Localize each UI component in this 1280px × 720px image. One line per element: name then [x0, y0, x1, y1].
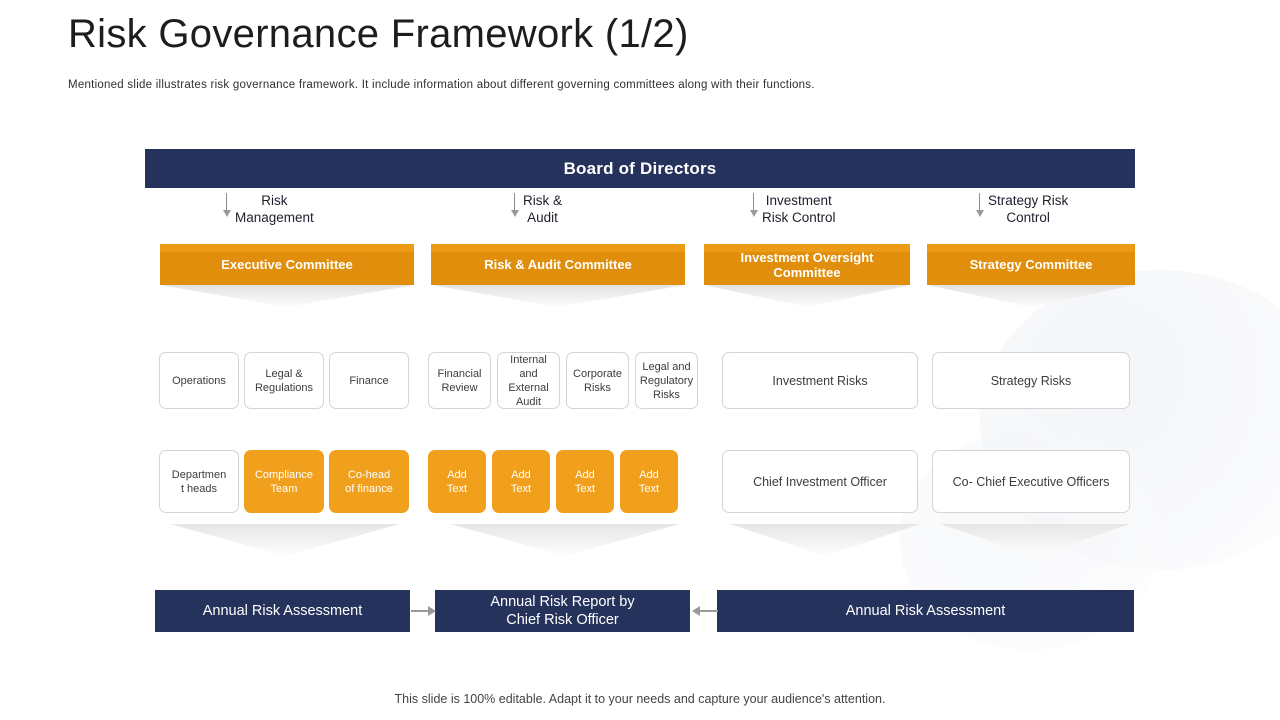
bottom-bar-label: Annual Risk Report by Chief Risk Officer — [490, 594, 635, 628]
chevron-down-icon — [170, 524, 400, 556]
function-box-label: Operations — [172, 374, 226, 387]
function-box-label: Internal and External Audit — [508, 353, 549, 408]
function-box-label: Financial Review — [437, 367, 482, 394]
committee-label: Strategy Committee — [969, 257, 1093, 272]
function-row-strategy: Strategy Risks — [932, 352, 1130, 409]
chevron-down-icon — [160, 285, 414, 307]
chevron-down-icon — [730, 524, 920, 556]
function-box-label: Co- Chief Executive Officers — [952, 474, 1110, 489]
function-box-label: Compliance Team — [254, 468, 314, 495]
committee-investment-oversight[interactable]: Investment Oversight Committee — [704, 244, 910, 307]
chevron-down-icon — [431, 285, 685, 307]
bottom-bar-label: Annual Risk Assessment — [845, 603, 1006, 619]
arrow-head — [428, 606, 436, 616]
bottom-bar-annual-risk-assessment-right[interactable]: Annual Risk Assessment — [717, 590, 1134, 632]
connector-label: Risk & Audit — [523, 193, 563, 225]
function-box-label: Co-head of finance — [345, 468, 393, 495]
connector-risk-audit: Risk & Audit — [510, 192, 562, 226]
function-box-label: Add Text — [446, 468, 468, 495]
arrow-head — [692, 606, 700, 616]
board-of-directors-bar[interactable]: Board of Directors — [145, 149, 1135, 188]
function-box-label: Chief Investment Officer — [753, 474, 887, 489]
connector-strategy-risk-control: Strategy Risk Control — [975, 192, 1068, 226]
people-row-risk-audit: Add Text Add Text Add Text Add Text — [428, 450, 678, 513]
committee-label: Risk & Audit Committee — [484, 257, 632, 272]
function-box-label: Legal and Regulatory Risks — [639, 360, 694, 401]
committee-strategy[interactable]: Strategy Committee — [927, 244, 1135, 307]
committee-band: Executive Committee — [160, 244, 414, 285]
function-box[interactable]: Add Text — [428, 450, 486, 513]
chevron-down-icon — [927, 285, 1135, 307]
page-title: Risk Governance Framework (1/2) — [68, 12, 689, 56]
function-box[interactable]: Add Text — [620, 450, 678, 513]
function-box[interactable]: Corporate Risks — [566, 352, 629, 409]
connector-label: Investment Risk Control — [762, 193, 836, 225]
people-row-investment: Chief Investment Officer — [722, 450, 918, 513]
function-box[interactable]: Compliance Team — [244, 450, 324, 513]
connector-label: Risk Management — [235, 193, 314, 225]
function-box[interactable]: Co- Chief Executive Officers — [932, 450, 1130, 513]
arrow-right-icon — [411, 605, 437, 617]
committee-label: Executive Committee — [221, 257, 353, 272]
function-row-risk-audit: Financial Review Internal and External Au… — [428, 352, 698, 409]
function-box-label: Finance — [349, 374, 389, 387]
function-box-label: Strategy Risks — [990, 373, 1072, 388]
function-box[interactable]: Internal and External Audit — [497, 352, 560, 409]
page-subtitle: Mentioned slide illustrates risk governa… — [68, 79, 815, 91]
arrow-down-icon — [975, 193, 984, 219]
function-box[interactable]: Legal & Regulations — [244, 352, 324, 409]
function-box[interactable]: Finance — [329, 352, 409, 409]
function-box-label: Add Text — [574, 468, 596, 495]
connector-label: Strategy Risk Control — [988, 193, 1069, 225]
function-box[interactable]: Investment Risks — [722, 352, 918, 409]
committee-risk-audit[interactable]: Risk & Audit Committee — [431, 244, 685, 307]
committee-band: Risk & Audit Committee — [431, 244, 685, 285]
arrow-left-icon — [692, 605, 718, 617]
chevron-down-icon — [450, 524, 680, 556]
function-box[interactable]: Departmen t heads — [159, 450, 239, 513]
function-box-label: Add Text — [638, 468, 660, 495]
arrow-down-icon — [510, 193, 519, 219]
function-row-investment: Investment Risks — [722, 352, 918, 409]
function-box-label: Investment Risks — [772, 373, 868, 388]
function-box[interactable]: Chief Investment Officer — [722, 450, 918, 513]
function-box-label: Corporate Risks — [573, 367, 622, 394]
function-box[interactable]: Strategy Risks — [932, 352, 1130, 409]
arrow-shaft — [411, 610, 431, 612]
committee-band: Investment Oversight Committee — [704, 244, 910, 285]
function-row-executive: Operations Legal & Regulations Finance — [159, 352, 409, 409]
arrow-shaft — [698, 610, 718, 612]
bottom-bar-annual-risk-assessment-left[interactable]: Annual Risk Assessment — [155, 590, 410, 632]
bottom-bar-label: Annual Risk Assessment — [202, 603, 363, 619]
function-box[interactable]: Co-head of finance — [329, 450, 409, 513]
arrow-down-icon — [222, 193, 231, 219]
committee-label: Investment Oversight Committee — [740, 249, 874, 280]
chevron-down-icon — [940, 524, 1130, 556]
people-row-executive: Departmen t heads Compliance Team Co-head … — [159, 450, 409, 513]
function-box[interactable]: Add Text — [556, 450, 614, 513]
bottom-bar-annual-risk-report[interactable]: Annual Risk Report by Chief Risk Officer — [435, 590, 690, 632]
function-box-label: Add Text — [510, 468, 532, 495]
connector-risk-management: Risk Management — [222, 192, 314, 226]
committee-band: Strategy Committee — [927, 244, 1135, 285]
chevron-down-icon — [704, 285, 910, 307]
function-box-label: Legal & Regulations — [254, 367, 314, 394]
committee-executive[interactable]: Executive Committee — [160, 244, 414, 307]
function-box[interactable]: Operations — [159, 352, 239, 409]
function-box[interactable]: Add Text — [492, 450, 550, 513]
connector-investment-risk-control: Investment Risk Control — [749, 192, 836, 226]
board-of-directors-label: Board of Directors — [563, 158, 717, 178]
footer-note: This slide is 100% editable. Adapt it to… — [394, 692, 886, 706]
function-box[interactable]: Financial Review — [428, 352, 491, 409]
arrow-down-icon — [749, 193, 758, 219]
function-box-label: Departmen t heads — [171, 468, 227, 495]
people-row-strategy: Co- Chief Executive Officers — [932, 450, 1130, 513]
function-box[interactable]: Legal and Regulatory Risks — [635, 352, 698, 409]
